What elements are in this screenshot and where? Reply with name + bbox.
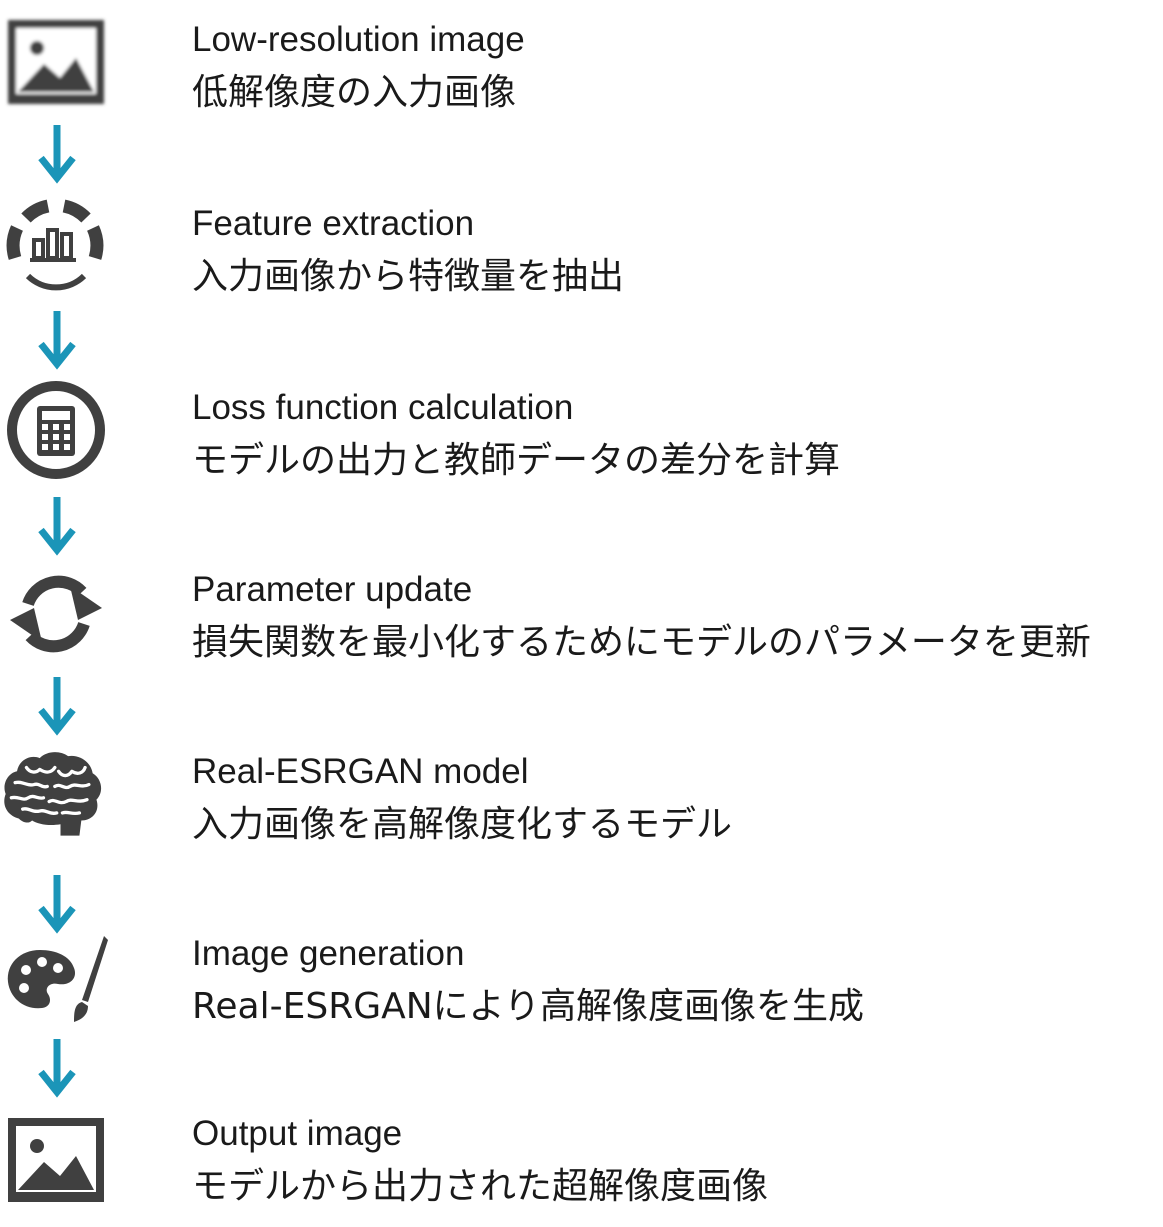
- step-description: 入力画像を高解像度化するモデル: [192, 804, 733, 845]
- step-title: Output image: [192, 1114, 403, 1153]
- image-icon: [4, 1112, 108, 1216]
- step-real-esrgan-model: Real-ESRGAN model 入力画像を高解像度化するモデル: [0, 738, 1163, 848]
- down-arrow-icon: [36, 308, 78, 370]
- step-feature-extraction: Feature extraction 入力画像から特徴量を抽出: [0, 190, 1163, 300]
- step-loss-function-calculation: Loss function calculation モデルの出力と教師データの差…: [0, 374, 1163, 484]
- step-title: Feature extraction: [192, 204, 475, 243]
- image-icon: [4, 14, 108, 118]
- refresh-icon: [4, 562, 108, 666]
- step-title: Parameter update: [192, 570, 473, 609]
- step-output-image: Output image モデルから出力された超解像度画像: [0, 1100, 1163, 1210]
- down-arrow-icon: [36, 1036, 78, 1098]
- down-arrow-icon: [36, 872, 78, 934]
- step-description: 入力画像から特徴量を抽出: [192, 256, 625, 297]
- step-description: モデルの出力と教師データの差分を計算: [192, 440, 841, 481]
- down-arrow-icon: [36, 494, 78, 556]
- step-description: Real-ESRGANにより高解像度画像を生成: [192, 986, 864, 1027]
- palette-brush-icon: [4, 928, 108, 1032]
- step-title: Low-resolution image: [192, 20, 525, 59]
- calculator-icon: [4, 378, 108, 482]
- down-arrow-icon: [36, 122, 78, 184]
- step-parameter-update: Parameter update 損失関数を最小化するためにモデルのパラメータを…: [0, 556, 1163, 666]
- feature-chart-icon: [4, 194, 108, 298]
- step-title: Image generation: [192, 934, 465, 973]
- down-arrow-icon: [36, 674, 78, 736]
- step-description: 損失関数を最小化するためにモデルのパラメータを更新: [192, 622, 1091, 663]
- brain-icon: [0, 742, 104, 846]
- step-low-resolution-image: Low-resolution image 低解像度の入力画像: [0, 6, 1163, 116]
- step-description: 低解像度の入力画像: [192, 72, 517, 113]
- step-title: Real-ESRGAN model: [192, 752, 529, 791]
- step-image-generation: Image generation Real-ESRGANにより高解像度画像を生成: [0, 920, 1163, 1030]
- step-description: モデルから出力された超解像度画像: [192, 1166, 769, 1207]
- step-title: Loss function calculation: [192, 388, 574, 427]
